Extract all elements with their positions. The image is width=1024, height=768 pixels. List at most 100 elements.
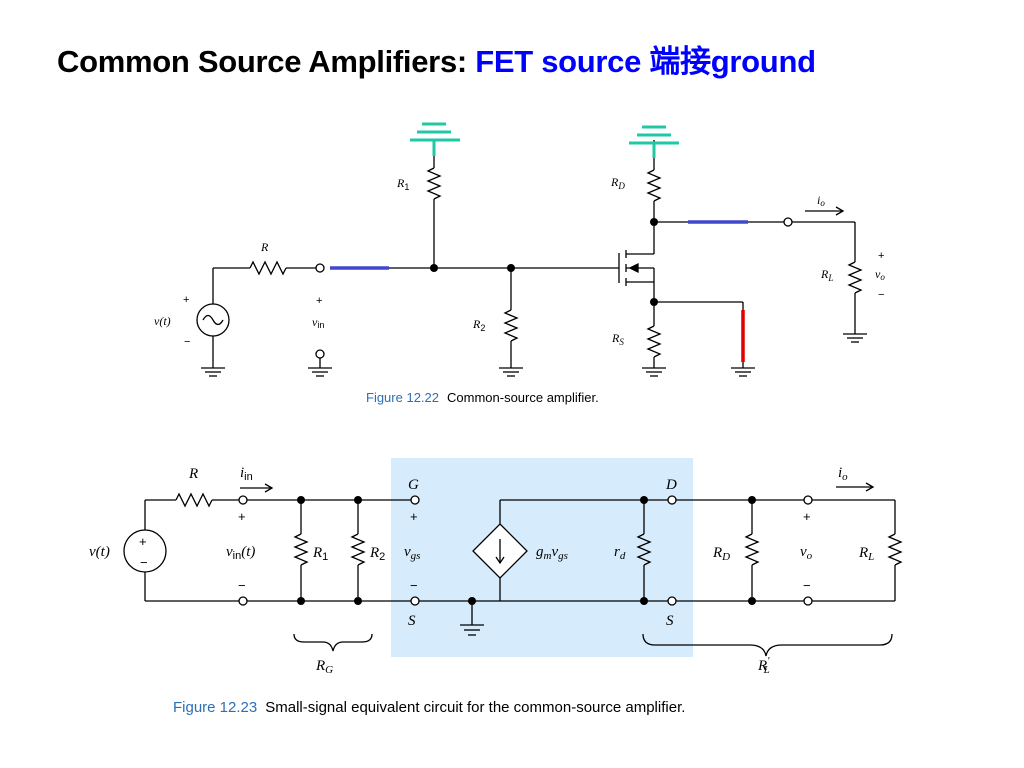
terminal [238,596,248,606]
label-R1: R1 [396,176,409,192]
resistor-RL [847,261,863,294]
junction-dot [354,597,362,605]
resistor-R2 [503,309,519,342]
label-vt: v(t) [89,544,110,560]
label-R: R [188,466,198,482]
label-R1: R1 [312,545,328,563]
sine-icon [202,314,224,326]
label-G: G [408,477,419,493]
label-RL: RL [858,545,874,563]
brace-RG [293,633,373,652]
arrow-icon [264,483,274,493]
junction-dot [650,298,658,306]
resistor-R1 [426,167,442,200]
junction-dot [297,496,305,504]
arrow-icon [628,262,639,274]
label-vgs: vgs [404,544,420,562]
junction-dot [748,496,756,504]
terminal [315,263,325,273]
plus-sign: + [139,534,147,549]
ground-symbol [460,624,484,636]
resistor-RD [646,169,662,202]
label-vin: vin(t) [226,544,255,562]
minus-sign: − [878,289,884,301]
label-vin: vin [312,315,324,330]
transistor-model-highlight [391,458,693,657]
resistor-RD [744,533,760,566]
label-RD: RD [610,175,625,191]
ground-symbol [843,333,867,343]
minus-sign: − [238,578,246,593]
arrow-icon [865,482,875,492]
label-R: R [260,240,269,254]
label-RG: RG [315,658,333,676]
label-io: io [817,193,825,208]
minus-sign: − [184,336,190,348]
ground-symbol [731,367,755,377]
ground-symbol [642,367,666,377]
junction-dot [297,597,305,605]
resistor-R1 [293,533,309,566]
junction-dot [748,597,756,605]
junction-dot [650,218,658,226]
label-vt: v(t) [154,314,171,328]
ground-symbol [499,367,523,377]
label-rd: rd [614,544,626,562]
plus-sign: + [410,509,418,524]
plus-sign: + [878,250,884,262]
label-iin: iin [240,465,253,483]
label-R2: R2 [472,317,485,333]
title-part-1: Common Source Amplifiers: [57,44,476,79]
label-RL: RL [820,267,833,283]
label-gm-vgs: gmvgs [536,544,568,562]
terminal [803,596,813,606]
terminal [238,495,248,505]
terminal-S [667,596,677,606]
junction-dot [468,597,476,605]
resistor-R [249,260,287,276]
ground-symbol [308,367,332,377]
label-S: S [666,613,674,629]
label-vo: vo [800,544,813,562]
minus-sign: − [410,578,418,593]
label-RLp: R′L [757,655,770,676]
page-title: Common Source Amplifiers: FET source 端接g… [57,36,816,81]
resistor-RL [887,533,903,566]
label-D: D [665,477,677,493]
resistor-rd [636,533,652,566]
label-S: S [408,613,416,629]
arrow-icon [835,206,845,216]
teal-ground-symbol [410,122,460,156]
label-io: io [838,465,848,483]
brace-RLp [642,633,893,657]
label-RS: RS [611,331,624,347]
resistor-RS [646,325,662,358]
resistor-R [175,492,213,508]
teal-ground-symbol [629,125,679,158]
junction-dot [507,264,515,272]
terminal-S [410,596,420,606]
title-part-2: FET source 端接ground [475,44,816,79]
minus-sign: − [140,555,148,570]
junction-dot [640,597,648,605]
junction-dot [354,496,362,504]
plus-sign: + [183,294,189,306]
label-vo: vo [875,267,885,282]
junction-dot [640,496,648,504]
terminal-G [410,495,420,505]
ground-symbol [201,367,225,377]
junction-dot [430,264,438,272]
arrow-icon [495,556,505,565]
label-R2: R2 [369,545,385,563]
plus-sign: + [238,509,246,524]
terminal-D [667,495,677,505]
terminal [803,495,813,505]
minus-sign: − [803,578,811,593]
plus-sign: + [316,295,322,307]
label-RD: RD [712,545,730,563]
plus-sign: + [803,509,811,524]
